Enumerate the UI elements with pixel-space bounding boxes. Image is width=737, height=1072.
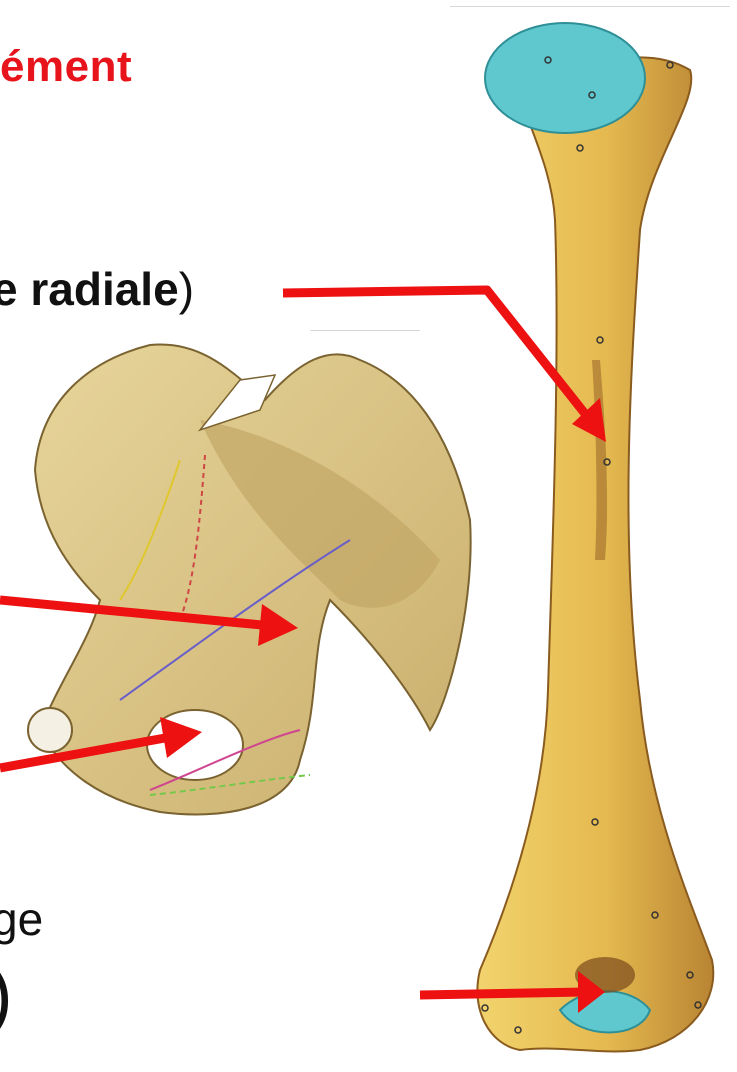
arrow-olecranon xyxy=(420,992,585,995)
pelvis-icon xyxy=(28,344,471,814)
humeral-head-cartilage-icon xyxy=(485,23,645,133)
humerus-icon xyxy=(477,23,713,1051)
